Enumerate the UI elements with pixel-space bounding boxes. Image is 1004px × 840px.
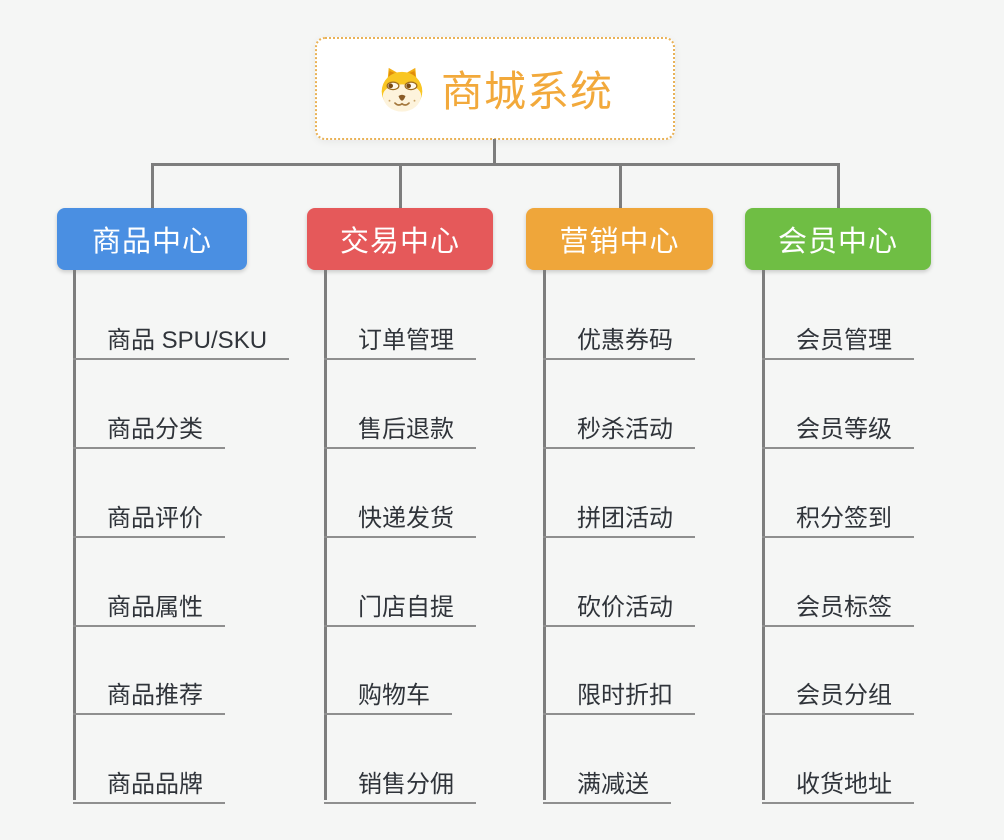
leaf-node[interactable]: 商品品牌 [73, 761, 225, 804]
root-label: 商城系统 [440, 68, 613, 115]
leaf-node[interactable]: 秒杀活动 [543, 406, 695, 449]
leaf-node[interactable]: 销售分佣 [324, 761, 476, 804]
leaf-node[interactable]: 购物车 [324, 672, 452, 715]
leaf-node[interactable]: 商品推荐 [73, 672, 225, 715]
branch-node-trade-center[interactable]: 交易中心 [307, 208, 493, 270]
branch-node-member-center[interactable]: 会员中心 [745, 208, 931, 270]
leaf-node[interactable]: 满减送 [543, 761, 671, 804]
leaf-node[interactable]: 积分签到 [762, 495, 914, 538]
connector-trunk-line [762, 270, 765, 800]
leaf-node[interactable]: 限时折扣 [543, 672, 695, 715]
connector-trunk-line [73, 270, 76, 800]
connector-root-stub [493, 139, 496, 166]
leaf-node[interactable]: 售后退款 [324, 406, 476, 449]
leaf-node[interactable]: 拼团活动 [543, 495, 695, 538]
leaf-node[interactable]: 优惠券码 [543, 317, 695, 360]
connector-drop-line [837, 163, 840, 208]
leaf-node[interactable]: 会员标签 [762, 584, 914, 627]
leaf-node[interactable]: 商品分类 [73, 406, 225, 449]
connector-trunk-line [543, 270, 546, 800]
connector-drop-line [399, 163, 402, 208]
connector-trunk-line [324, 270, 327, 800]
connector-drop-line [151, 163, 154, 208]
leaf-node[interactable]: 会员分组 [762, 672, 914, 715]
leaf-node[interactable]: 商品评价 [73, 495, 225, 538]
shiba-dog-icon [377, 64, 427, 114]
connector-drop-line [619, 163, 622, 208]
leaf-node[interactable]: 会员等级 [762, 406, 914, 449]
leaf-node[interactable]: 门店自提 [324, 584, 476, 627]
leaf-node[interactable]: 订单管理 [324, 317, 476, 360]
leaf-node[interactable]: 砍价活动 [543, 584, 695, 627]
leaf-node[interactable]: 收货地址 [762, 761, 914, 804]
branch-node-product-center[interactable]: 商品中心 [57, 208, 247, 270]
leaf-node[interactable]: 会员管理 [762, 317, 914, 360]
leaf-node[interactable]: 商品属性 [73, 584, 225, 627]
connector-horizontal-rail [151, 163, 840, 166]
root-node[interactable]: 商城系统 [315, 37, 675, 140]
leaf-node[interactable]: 商品 SPU/SKU [73, 317, 290, 360]
leaf-node[interactable]: 快递发货 [324, 495, 476, 538]
branch-node-marketing-center[interactable]: 营销中心 [526, 208, 713, 270]
